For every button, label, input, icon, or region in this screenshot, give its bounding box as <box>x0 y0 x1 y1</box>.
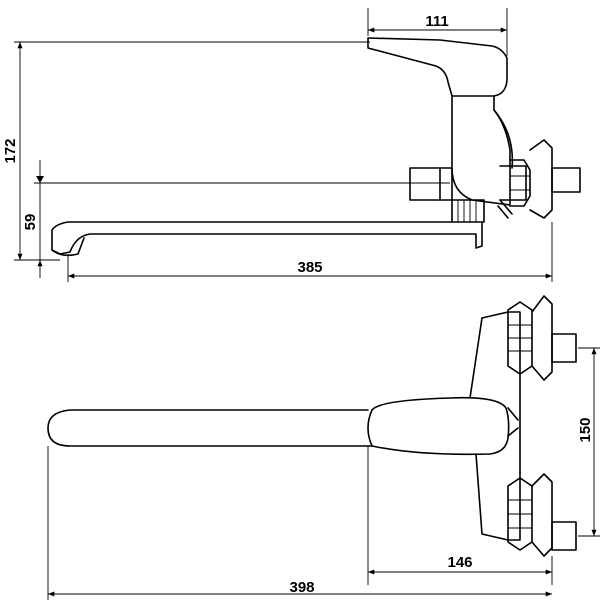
flange-upper <box>531 295 553 381</box>
inlet-lower <box>551 521 577 551</box>
mixer-body <box>451 95 511 206</box>
mixer-body-top <box>367 396 510 456</box>
side-view: 111 172 59 385 <box>2 8 581 282</box>
spout-top <box>47 409 373 447</box>
spout <box>51 221 483 255</box>
dim-spout-length: 385 <box>297 259 322 276</box>
aerator-nut <box>451 199 485 223</box>
dim-top-width: 111 <box>425 13 448 30</box>
dim-spout-height: 59 <box>22 214 39 231</box>
inlet-upper <box>551 333 577 363</box>
dim-inlet-spacing: 150 <box>577 417 594 442</box>
spout-swivel <box>409 167 453 201</box>
wall-flange <box>529 139 553 219</box>
dim-body-depth: 146 <box>447 554 472 571</box>
dim-total-height: 172 <box>2 138 19 163</box>
dim-total-length: 398 <box>289 579 314 596</box>
lever-handle <box>367 37 508 97</box>
top-view: 150 146 398 <box>47 295 600 600</box>
mixer-housing-top <box>469 311 521 541</box>
inlet-pipe <box>551 167 581 193</box>
flange-lower <box>531 473 553 557</box>
hex-nut <box>509 159 531 207</box>
